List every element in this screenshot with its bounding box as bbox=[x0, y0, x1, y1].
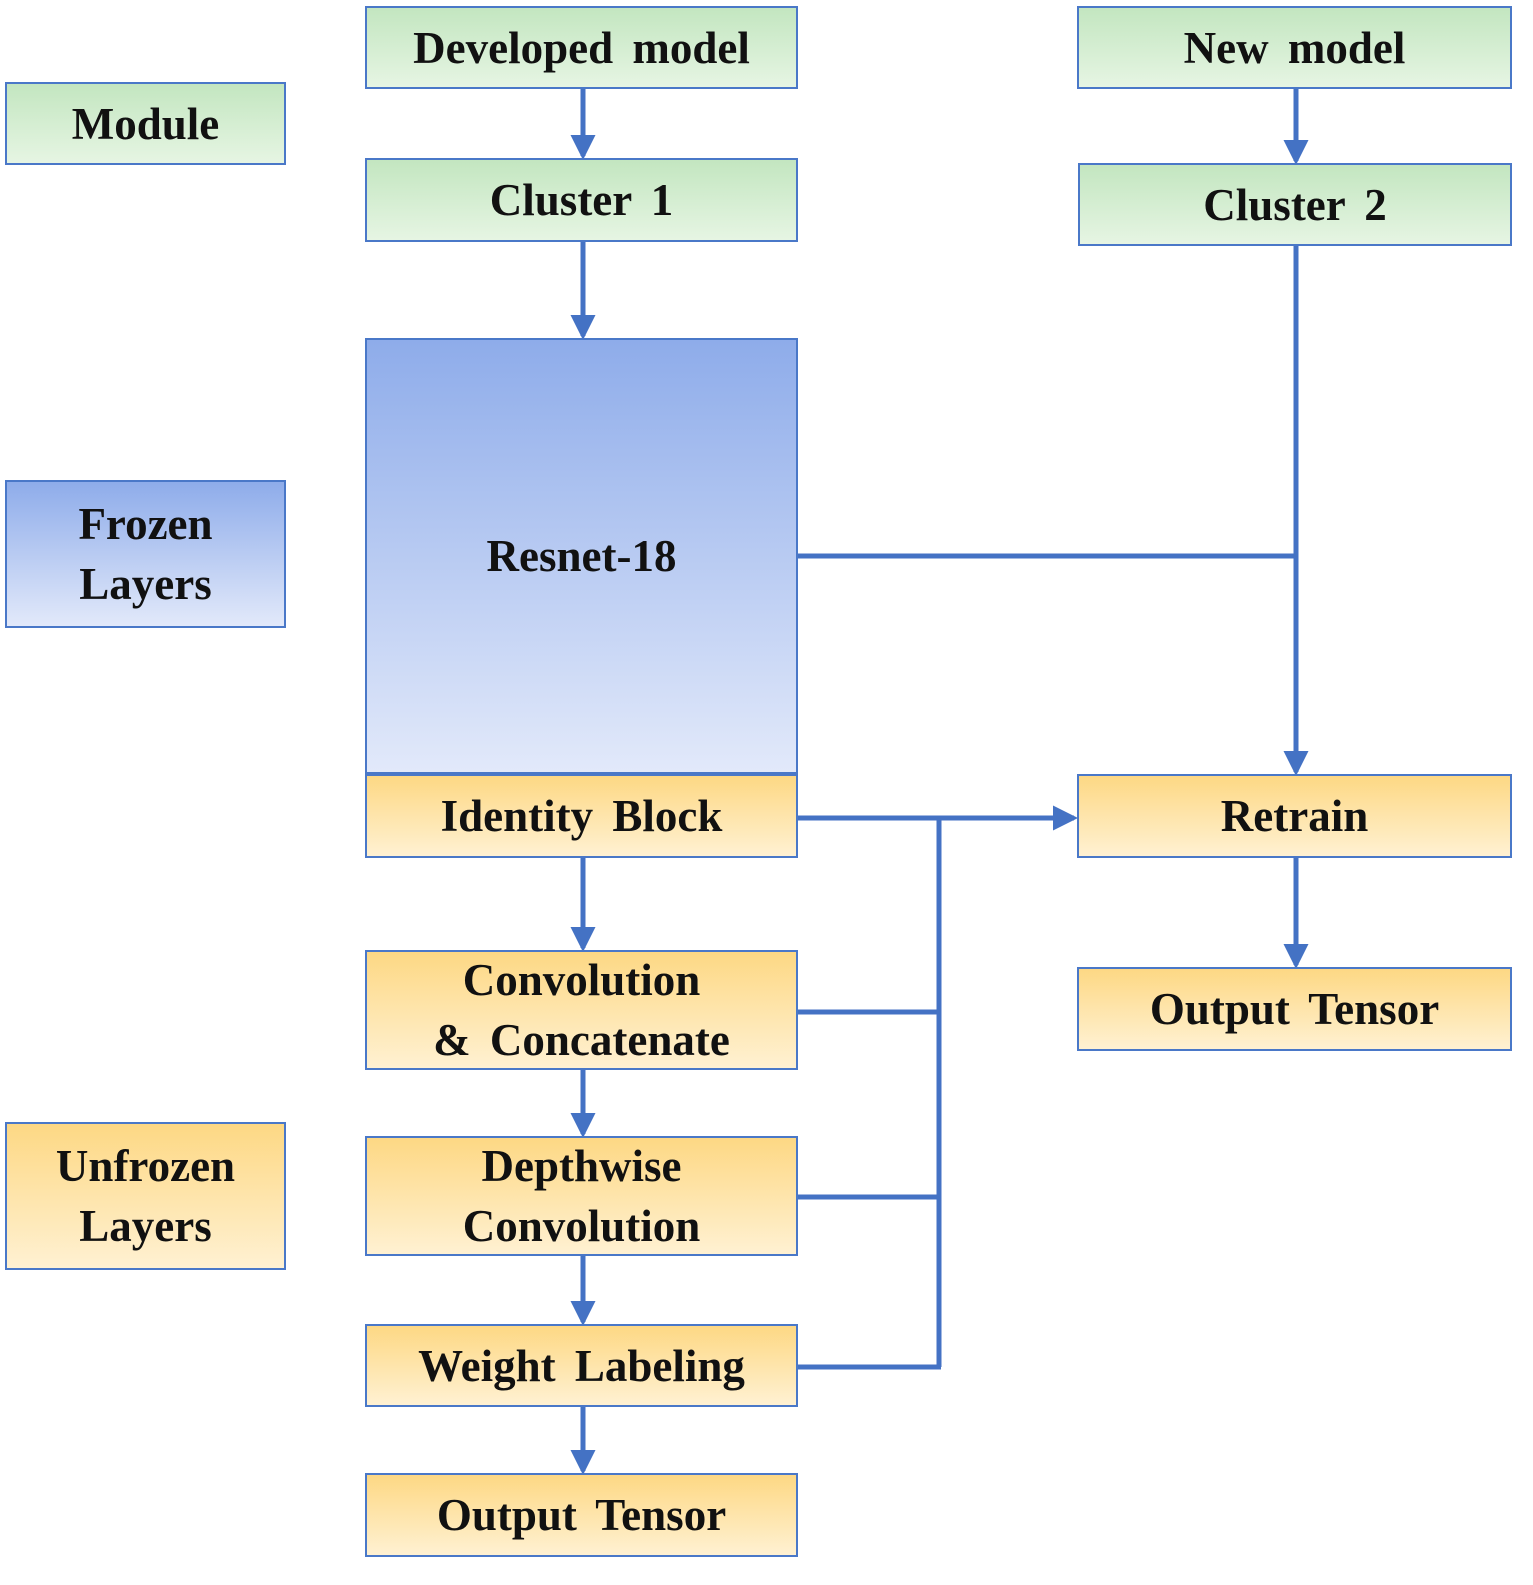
node-output-tensor-right: Output Tensor bbox=[1077, 967, 1512, 1051]
node-depthwise-convolution-label: Depthwise Convolution bbox=[462, 1141, 701, 1251]
node-cluster-2-label: Cluster 2 bbox=[1203, 179, 1387, 230]
node-developed-model-label: Developed model bbox=[413, 22, 750, 73]
node-identity-block-label: Identity Block bbox=[440, 791, 723, 841]
legend-unfrozen-layers: Unfrozen Layers bbox=[5, 1122, 286, 1270]
legend-frozen-layers: Frozen Layers bbox=[5, 480, 286, 628]
node-new-model: New model bbox=[1077, 6, 1512, 89]
node-convolution-concatenate-label: Convolution & Concatenate bbox=[433, 955, 730, 1065]
node-resnet-18: Resnet-18 bbox=[365, 338, 798, 774]
node-cluster-1: Cluster 1 bbox=[365, 158, 798, 242]
node-weight-labeling: Weight Labeling bbox=[365, 1324, 798, 1407]
legend-module-label: Module bbox=[71, 98, 220, 149]
node-identity-block: Identity Block bbox=[365, 774, 798, 858]
node-convolution-concatenate: Convolution & Concatenate bbox=[365, 950, 798, 1070]
node-depthwise-convolution: Depthwise Convolution bbox=[365, 1136, 798, 1256]
node-developed-model: Developed model bbox=[365, 6, 798, 89]
node-output-tensor-left-label: Output Tensor bbox=[436, 1490, 727, 1540]
legend-module: Module bbox=[5, 82, 286, 165]
node-cluster-1-label: Cluster 1 bbox=[489, 175, 674, 225]
node-retrain-label: Retrain bbox=[1220, 791, 1369, 841]
node-output-tensor-left: Output Tensor bbox=[365, 1473, 798, 1557]
legend-unfrozen-label: Unfrozen Layers bbox=[55, 1141, 236, 1251]
node-retrain: Retrain bbox=[1077, 774, 1512, 858]
node-cluster-2: Cluster 2 bbox=[1078, 163, 1512, 246]
legend-frozen-label: Frozen Layers bbox=[78, 499, 213, 609]
node-new-model-label: New model bbox=[1183, 22, 1406, 73]
node-output-tensor-right-label: Output Tensor bbox=[1149, 984, 1440, 1034]
node-weight-labeling-label: Weight Labeling bbox=[418, 1340, 745, 1391]
node-resnet-18-label: Resnet-18 bbox=[486, 531, 677, 581]
